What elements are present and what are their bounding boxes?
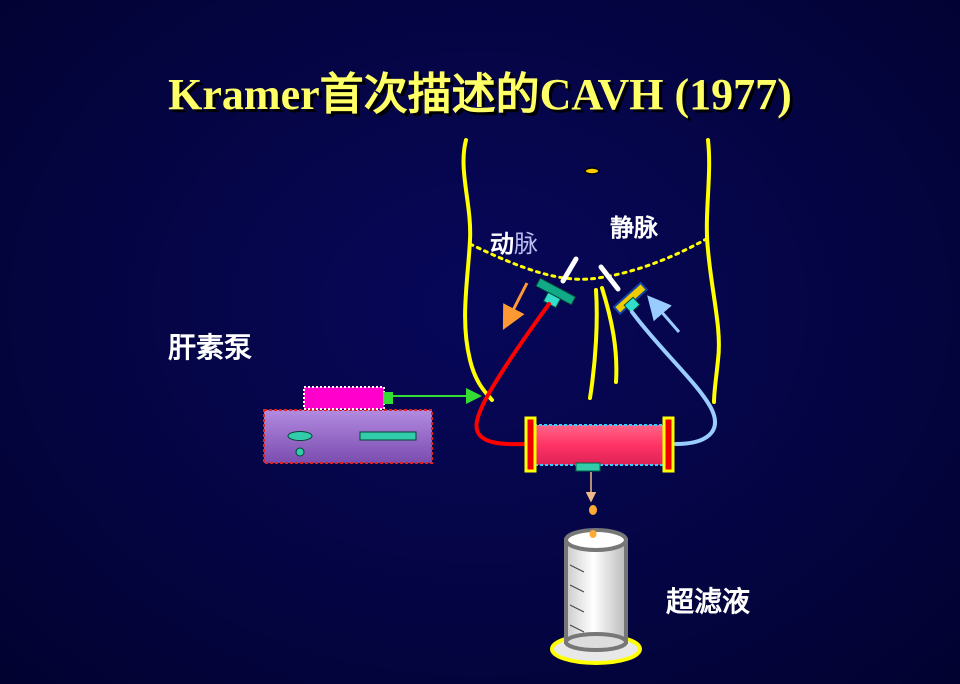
heparin-pump <box>263 409 433 464</box>
slide-title: Kramer首次描述的CAVH (1977) <box>168 70 792 119</box>
arterial-cannula <box>535 256 579 309</box>
vein-label: 静脉 <box>610 214 658 242</box>
venous-flow-arrow <box>647 295 681 333</box>
ultrafiltrate-label: 超滤液 <box>666 585 751 618</box>
arterial-line <box>474 302 551 447</box>
navel <box>584 167 600 175</box>
collection-jar <box>550 528 642 665</box>
artery-label-part2: 脉 <box>514 230 538 258</box>
arterial-flow-arrow <box>502 282 529 331</box>
hemofilter <box>524 416 675 473</box>
body-outline <box>461 138 721 404</box>
venous-cannula <box>598 264 649 316</box>
artery-label: 动脉 <box>490 224 538 259</box>
artery-label-part1: 动 <box>490 230 514 258</box>
heparin-syringe <box>303 386 393 410</box>
venous-line <box>630 310 717 446</box>
drip-drop <box>589 505 597 515</box>
heparin-pump-label: 肝素泵 <box>168 331 253 364</box>
